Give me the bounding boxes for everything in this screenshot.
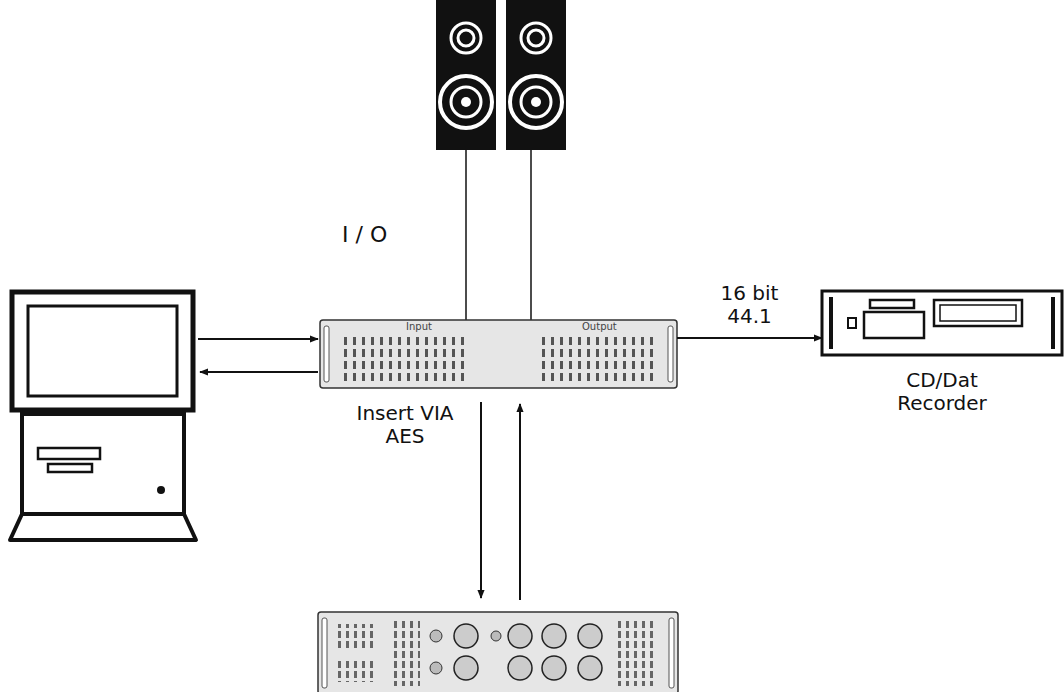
panel-label: Output [582,321,617,333]
insert-label: Insert VIA AES [345,402,465,448]
device-label: CD/Dat Recorder [880,369,1004,415]
speaker-left [436,0,496,150]
recorder: CD/Dat Recorder [822,291,1062,355]
panel-label: Input [406,321,432,333]
io-rack-unit [320,320,677,388]
insert-arrows [481,402,520,600]
processor-unit [318,612,678,692]
format-label: 16 bit 44.1 [714,282,786,328]
speaker-wires [466,150,531,320]
recorder-rack-unit [822,291,1062,355]
speaker-right [506,0,566,150]
io-interface: I / OInputOutput [320,320,677,388]
data-arrows [198,339,318,372]
device-heading: I / O [342,222,387,247]
signal-arrow [677,337,822,339]
computer-icon [10,292,196,540]
